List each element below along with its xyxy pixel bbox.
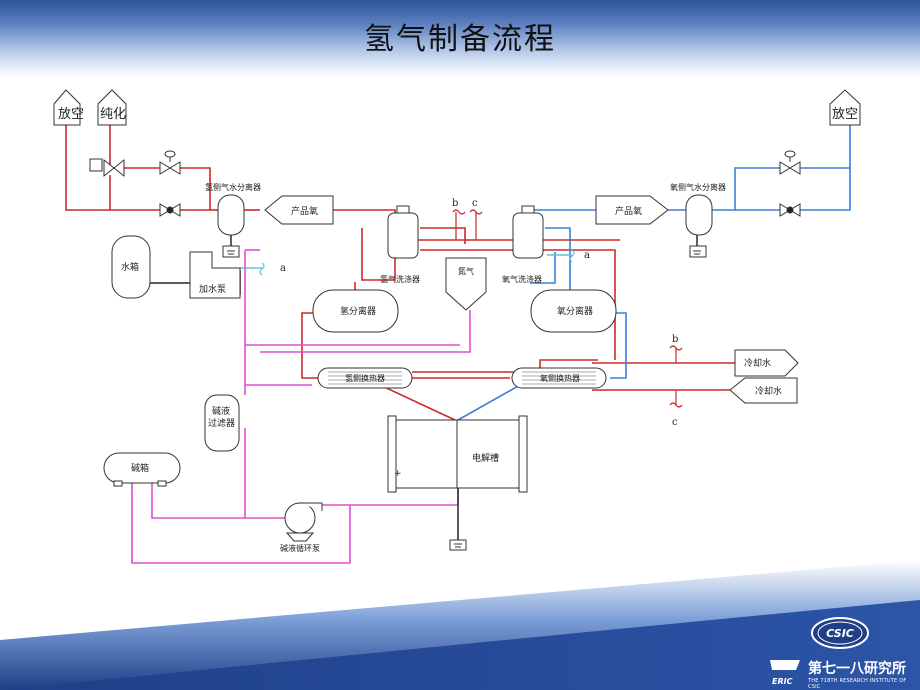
csic-badge-text: CSIC <box>826 627 854 640</box>
lye-tank-foot-left <box>113 480 123 487</box>
flow-meter-box <box>89 158 103 172</box>
h2-separator-label: 氢分离器 <box>340 305 376 317</box>
csic-logo: CSIC <box>811 617 869 649</box>
h2-scrubber-cap <box>396 205 410 214</box>
tag-b-right: b <box>672 334 678 345</box>
o2-side-separator-label: 氧侧气水分离器 <box>670 182 726 192</box>
tag-c-right: c <box>672 417 678 428</box>
purify-box <box>97 89 127 126</box>
vent-right-box <box>829 89 861 126</box>
tag-a-right: a <box>584 250 590 261</box>
valve-left-top <box>159 161 181 175</box>
lye-pump-outlet <box>300 502 323 511</box>
cooler-tubes <box>328 371 596 385</box>
break-markers <box>452 209 683 408</box>
valve-left-bottom-dot <box>166 206 174 214</box>
vent-right-label: 放空 <box>832 107 858 122</box>
cooling-water-out-arrow <box>734 349 799 377</box>
electrolyzer-plus: + <box>394 469 402 479</box>
header-banner <box>0 0 920 78</box>
hydrogen-lines <box>65 125 735 421</box>
o2-cooler-vessel <box>511 367 607 389</box>
valve-left-handle <box>164 150 176 158</box>
electrolyzer-end-right <box>518 415 528 493</box>
h2-scrubber-vessel <box>387 212 419 259</box>
valve-right-bottom-dot <box>786 206 794 214</box>
page-title: 氢气制备流程 <box>364 22 556 57</box>
tag-a-left: a <box>280 263 286 274</box>
valve-right-top <box>779 161 801 175</box>
o2-cooler-label: 氧侧换热器 <box>540 373 580 383</box>
h2-side-separator-vessel <box>217 194 245 236</box>
h2-side-separator-label: 氢侧气水分离器 <box>205 182 261 192</box>
valve-right-handle <box>784 150 796 158</box>
h2-separator-vessel <box>312 289 399 333</box>
lye-filter-label-2: 过滤器 <box>208 417 235 429</box>
product-h2-label: 产品氧 <box>291 205 318 217</box>
o2-separator-vessel <box>530 289 617 333</box>
o2-side-separator-vessel <box>685 194 713 236</box>
tag-c-top: c <box>472 198 478 209</box>
lye-pump-body <box>284 502 316 534</box>
cooling-water-out-label: 冷却水 <box>744 357 771 369</box>
vent-left-box <box>53 89 81 126</box>
lye-pump-label: 碱液循环泵 <box>280 543 320 553</box>
three-way-valve-left <box>103 158 125 178</box>
institute-name-en: THE 718TH RESEARCH INSTITUTE OF CSIC <box>808 678 907 690</box>
electrolyzer-label: 电解槽 <box>472 452 499 464</box>
vent-left-label: 放空 <box>58 107 84 122</box>
tag-b-top: b <box>452 198 458 209</box>
product-h2-arrow <box>264 195 334 225</box>
h2-cooler-label: 氢侧换热器 <box>345 373 385 383</box>
cooling-water-in-label: 冷却水 <box>755 385 782 397</box>
nitrogen-tank <box>445 257 487 311</box>
o2-scrubber-vessel <box>512 212 544 259</box>
water-tank-vessel <box>111 235 151 299</box>
nitrogen-label: 氮气 <box>458 266 474 276</box>
water-break-markers <box>259 249 575 276</box>
electrolyzer-end-left <box>387 415 397 493</box>
lye-filter-vessel <box>204 394 240 452</box>
o2-scrubber-label: 氧气洗涤器 <box>502 274 542 284</box>
h2-cooler-vessel <box>317 367 413 389</box>
lye-tank-label: 碱箱 <box>131 462 149 474</box>
o2-separator-label: 氧分离器 <box>557 305 593 317</box>
cooling-water-in-arrow <box>729 377 798 404</box>
product-o2-label: 产品氧 <box>615 205 642 217</box>
product-o2-arrow <box>595 195 669 225</box>
feed-pump-box <box>189 251 241 299</box>
lye-pump-base <box>285 532 315 542</box>
eric-mark-text: ERIC <box>772 677 793 686</box>
eric-logo: ERIC <box>770 660 800 686</box>
electrolyzer-drain <box>449 539 467 551</box>
lye-filter-label-1: 碱液 <box>212 405 230 417</box>
lye-tank-foot-right <box>157 480 167 487</box>
feed-pump-label: 加水泵 <box>199 283 226 295</box>
lye-tank-vessel <box>103 452 181 484</box>
o2-scrubber-cap <box>521 205 535 214</box>
drain-marks <box>227 250 701 548</box>
footer-swoosh <box>0 600 920 690</box>
water-tank-label: 水箱 <box>121 261 139 273</box>
institute-name-cn: 第七一八研究所 <box>808 661 906 677</box>
purify-label: 纯化 <box>100 107 126 122</box>
h2-scrubber-label: 氢气洗涤器 <box>380 274 420 284</box>
